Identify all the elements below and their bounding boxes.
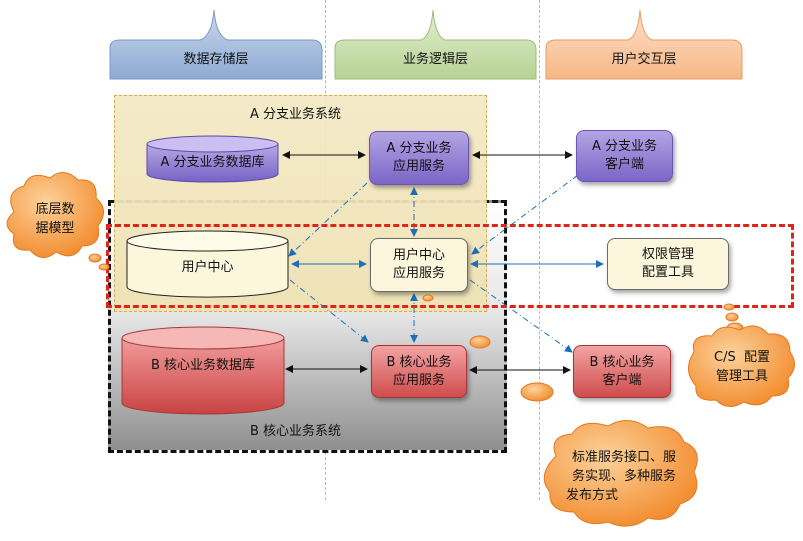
arrow-ucapp-bclient: [469, 279, 573, 353]
a-database: A 分支业务数据库: [146, 135, 279, 183]
cs-tool-cloud-shape: [688, 303, 795, 407]
lane-storage-header: 数据存储层: [108, 6, 324, 80]
service-line2: 务实现、多种服务: [571, 469, 676, 484]
b-client: B 核心业务客户端: [573, 345, 671, 398]
b-app-service: B 核心业务应用服务: [371, 345, 467, 398]
lane-logic-header: 业务逻辑层: [333, 6, 538, 80]
region-a-title: A 分支业务系统: [250, 107, 342, 122]
user-app-line2: 应用服务: [392, 266, 445, 281]
a-client-line1: A 分支业务: [591, 139, 658, 154]
a-app-line2: 应用服务: [392, 159, 445, 174]
lane-divider-2: [539, 0, 540, 500]
arrow-aclient-ucapp: [471, 174, 579, 255]
cs-tool-line2: 管理工具: [715, 369, 768, 384]
b-database-label: B 核心业务数据库: [150, 358, 256, 373]
database-cylinder-icon: [126, 230, 289, 298]
user-center-label: 用户中心: [181, 260, 234, 275]
service-line3: 发布方式: [566, 488, 619, 503]
service-line1: 标准服务接口、服: [571, 450, 676, 465]
a-client-line2: 客户端: [604, 157, 644, 172]
b-database: B 核心业务数据库: [121, 326, 285, 416]
base-model-callout: 底层数 据模型: [20, 200, 90, 238]
lane-ui-label: 用户交互层: [611, 52, 677, 67]
lane-ui-header: 用户交互层: [544, 6, 744, 80]
a-app-line1: A 分支业务: [386, 141, 452, 156]
perm-tool-line1: 权限管理: [641, 247, 694, 262]
user-center-database: 用户中心: [126, 230, 289, 298]
cs-tool-callout: C/S 配置 管理工具: [700, 348, 784, 386]
base-model-cloud-shape: [6, 172, 110, 271]
cs-tool-line1: C/S 配置: [714, 350, 770, 365]
user-center-app-service: 用户中心应用服务: [370, 238, 468, 292]
lane-storage-label: 数据存储层: [183, 52, 249, 67]
b-app-line2: 应用服务: [392, 372, 445, 388]
storage-lane-shape: [109, 9, 323, 80]
permission-config-tool: 权限管理配置工具: [607, 238, 729, 290]
a-client: A 分支业务客户端: [576, 130, 673, 182]
arrow-uc-bapp: [289, 279, 369, 343]
database-cylinder-icon: [121, 326, 285, 415]
b-client-line2: 客户端: [602, 372, 642, 388]
b-client-line1: B 核心业务: [589, 354, 655, 370]
database-cylinder-icon: [146, 135, 279, 183]
base-model-line1: 底层数: [35, 202, 75, 217]
region-b-title: B 核心业务系统: [250, 424, 342, 439]
ui-lane-shape: [545, 9, 743, 80]
arrow-aapp-uc: [288, 182, 368, 257]
user-app-line1: 用户中心: [392, 248, 445, 263]
b-app-line1: B 核心业务: [386, 354, 452, 370]
a-database-label: A 分支业务数据库: [160, 155, 265, 170]
base-model-line2: 据模型: [35, 221, 75, 236]
lane-logic-label: 业务逻辑层: [402, 52, 468, 67]
logic-lane-shape: [334, 9, 537, 80]
perm-tool-line2: 配置工具: [641, 265, 694, 280]
service-callout: 标准服务接口、服 务实现、多种服务 发布方式: [560, 448, 688, 505]
service-cloud-shape: [422, 294, 698, 527]
a-app-service: A 分支业务应用服务: [369, 131, 469, 185]
